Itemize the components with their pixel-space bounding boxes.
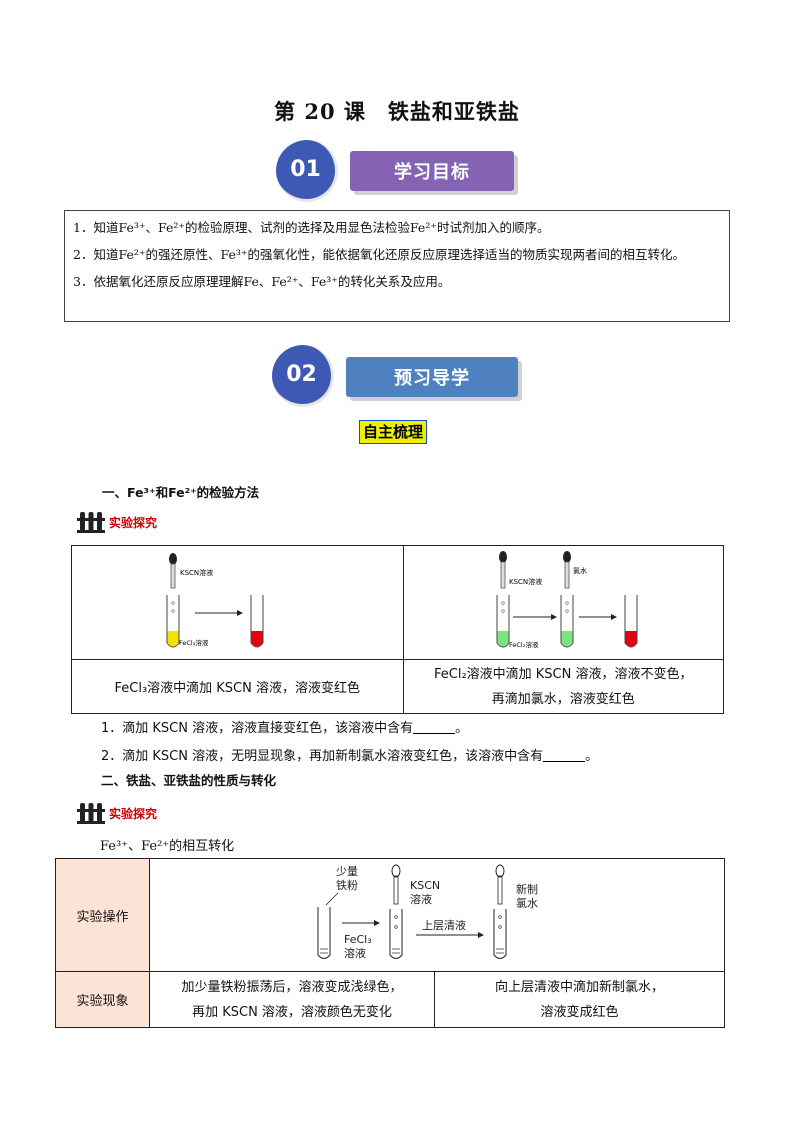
fecl3-kscn-diagram: KSCN溶液 FeCl₃溶液 [166,552,264,647]
fecl2-result-caption: FeCl₂溶液中滴加 KSCN 溶液，溶液不变色， 再滴加氯水，溶液变红色 [402,659,724,714]
diagram-label: 上层清液 [422,918,466,932]
goal-item: 2．知道Fe²⁺的强还原性、Fe³⁺的强氧化性，能依据氧化还原反应原理选择适当的… [73,247,685,262]
operation-diagram-cell: 少量 铁粉 FeCl₃ 溶液 KSCN 溶液 上层清液 新制 氯水 [149,858,725,972]
question-text: 1．滴加 KSCN 溶液，溶液直接变红色，该溶液中含有 [101,721,414,736]
diagram-label: FeCl₃ [344,933,372,946]
diagram-label: 少量 [336,865,358,878]
answer-blank[interactable] [413,720,456,734]
explore-text: 实验探究 [109,806,158,821]
observation-left: 加少量铁粉振荡后，溶液变成浅绿色， 再加 KSCN 溶液，溶液颜色无变化 [149,971,435,1028]
lesson-topic: 铁盐和亚铁盐 [387,99,520,124]
section-number-badge: 01 [276,140,338,202]
learning-goals-box: 1．知道Fe³⁺、Fe²⁺的检验原理、试剂的选择及用显色法检验Fe²⁺时试剂加入… [64,210,730,322]
fecl3-diagram-cell: KSCN溶液 FeCl₃溶液 [71,545,404,660]
question-punct: 。 [585,749,599,764]
fecl2-kscn-diagram: KSCN溶液 FeCl₂溶液 氯水 [496,550,638,649]
question-1: 1．滴加 KSCN 溶液，溶液直接变红色，该溶液中含有 。 [101,717,468,736]
diagram-label: 新制 [516,882,538,896]
diagram-label: 铁粉 [336,879,358,892]
caption-line: 再滴加氯水，溶液变红色 [491,691,635,707]
explore-text: 实验探究 [109,515,158,530]
section-number-badge: 02 [272,345,334,407]
row-header-operation: 实验操作 [55,858,150,972]
row-header-observation: 实验现象 [55,971,150,1028]
section-title: 预习导学 [346,357,518,397]
lesson-number: 第 20 课 [274,99,366,124]
caption-line: FeCl₂溶液中滴加 KSCN 溶液，溶液不变色， [433,666,693,682]
question-text: 2．滴加 KSCN 溶液，无明显现象，再加新制氯水溶液变红色，该溶液中含有 [101,749,544,764]
tube-label: FeCl₂溶液 [509,640,539,649]
dropper-label: KSCN溶液 [180,568,213,577]
goal-item: 3．依据氧化还原反应原理理解Fe、Fe²⁺、Fe³⁺的转化关系及应用。 [73,274,451,289]
observation-line: 加少量铁粉振荡后，溶液变成浅绿色， [181,979,403,995]
dropper-label: 氯水 [573,566,587,575]
question-punct: 。 [455,721,469,736]
part1-heading: 一、Fe³⁺和Fe²⁺的检验方法 [102,485,260,500]
diagram-label: 溶液 [344,946,366,960]
part2-subheading: Fe³⁺、Fe²⁺的相互转化 [100,839,235,854]
subsection-highlight: 自主梳理 [359,420,428,444]
fecl3-result-caption: FeCl₃溶液中滴加 KSCN 溶液，溶液变红色 [71,659,404,714]
section-banner-goals: 01 学习目标 [276,138,526,202]
observation-right: 向上层清液中滴加新制氯水， 溶液变成红色 [434,971,725,1028]
tube-label: FeCl₃溶液 [179,638,209,647]
part2-heading: 二、铁盐、亚铁盐的性质与转化 [101,773,277,788]
fecl2-diagram-cell: KSCN溶液 FeCl₂溶液 氯水 [402,545,724,660]
observation-line: 再加 KSCN 溶液，溶液颜色无变化 [192,1004,392,1020]
test-tube-rack-icon [77,512,105,533]
explore-label: 实验探究 [76,510,157,534]
detection-table: KSCN溶液 FeCl₃溶液 KSCN溶液 [71,545,724,714]
goal-item: 1．知道Fe³⁺、Fe²⁺的检验原理、试剂的选择及用显色法检验Fe²⁺时试剂加入… [73,220,550,235]
observation-line: 向上层清液中滴加新制氯水， [494,979,664,995]
page-title: 第 20 课铁盐和亚铁盐 [0,96,794,126]
diagram-label: KSCN [410,879,440,892]
question-2: 2．滴加 KSCN 溶液，无明显现象，再加新制氯水溶液变红色，该溶液中含有 。 [101,745,598,764]
section-banner-preview: 02 预习导学 [272,344,526,408]
diagram-label: 氯水 [516,896,538,910]
conversion-diagram: 少量 铁粉 FeCl₃ 溶液 KSCN 溶液 上层清液 新制 氯水 [317,864,538,960]
diagram-label: 溶液 [410,892,432,906]
conversion-table: 实验操作 少量 铁粉 FeCl₃ 溶液 KSCN 溶液 上层清液 新制 氯水 [55,858,725,1028]
explore-label: 实验探究 [76,801,157,825]
test-tube-rack-icon [77,803,105,824]
section-title: 学习目标 [350,151,514,191]
observation-line: 溶液变成红色 [540,1004,619,1020]
dropper-label: KSCN溶液 [509,577,542,586]
answer-blank[interactable] [543,748,586,762]
